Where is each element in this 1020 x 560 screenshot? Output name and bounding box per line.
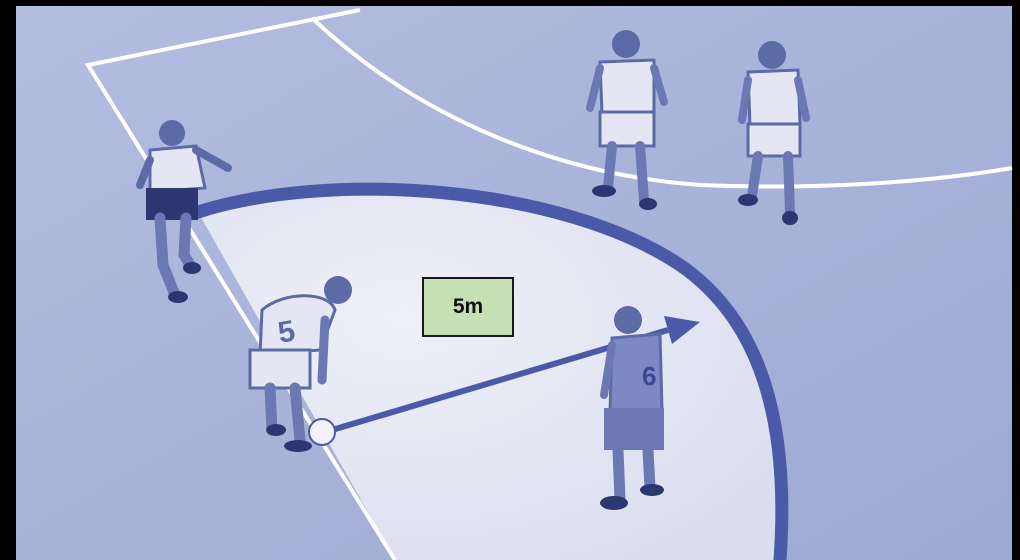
distance-label: 5m: [422, 277, 514, 337]
ball: [309, 419, 335, 445]
player-6-number: 6: [642, 361, 656, 391]
